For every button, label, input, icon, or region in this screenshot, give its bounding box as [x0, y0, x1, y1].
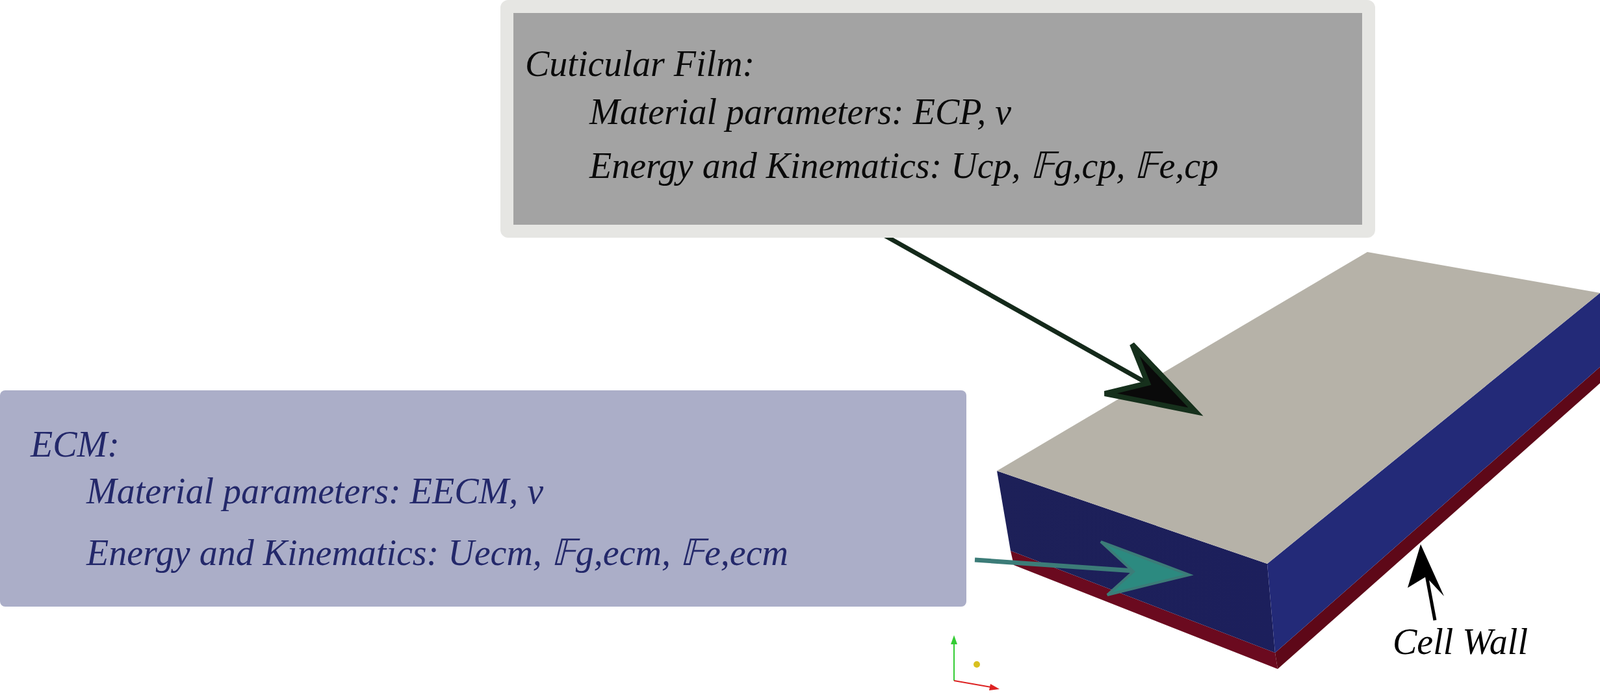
axis-x: [954, 681, 992, 688]
box-line: Material parameters: ECP, ν: [589, 90, 1012, 134]
leader-line: [874, 230, 1164, 393]
axis-y: [953, 643, 955, 682]
film-box: Cuticular Film:Material parameters: ECP,…: [500, 0, 1376, 238]
box-heading: ECM:: [30, 423, 120, 467]
ecm-box: ECM:Material parameters: EECM, ν Energy a…: [0, 390, 967, 607]
arrow-head: [1104, 344, 1196, 413]
box-heading: Cuticular Film:: [525, 42, 755, 86]
arrow-head: [1407, 544, 1445, 597]
part-label: Cell Wall: [1392, 620, 1528, 665]
axis-y-head: [950, 635, 958, 645]
box-line: Material parameters: EECM, ν: [86, 469, 544, 514]
arrow-head: [1100, 541, 1190, 596]
axis-x-head: [989, 684, 1000, 691]
film-top-face: [996, 252, 1600, 565]
box-line: Energy and Kinematics: Uecm, 𝔽g,ecm, 𝔽e,…: [86, 531, 789, 576]
box-line: Energy and Kinematics: Ucp, 𝔽g,cp, 𝔽e,cp: [589, 144, 1219, 188]
axis-z: [973, 661, 981, 669]
leader-line: [974, 560, 1144, 572]
